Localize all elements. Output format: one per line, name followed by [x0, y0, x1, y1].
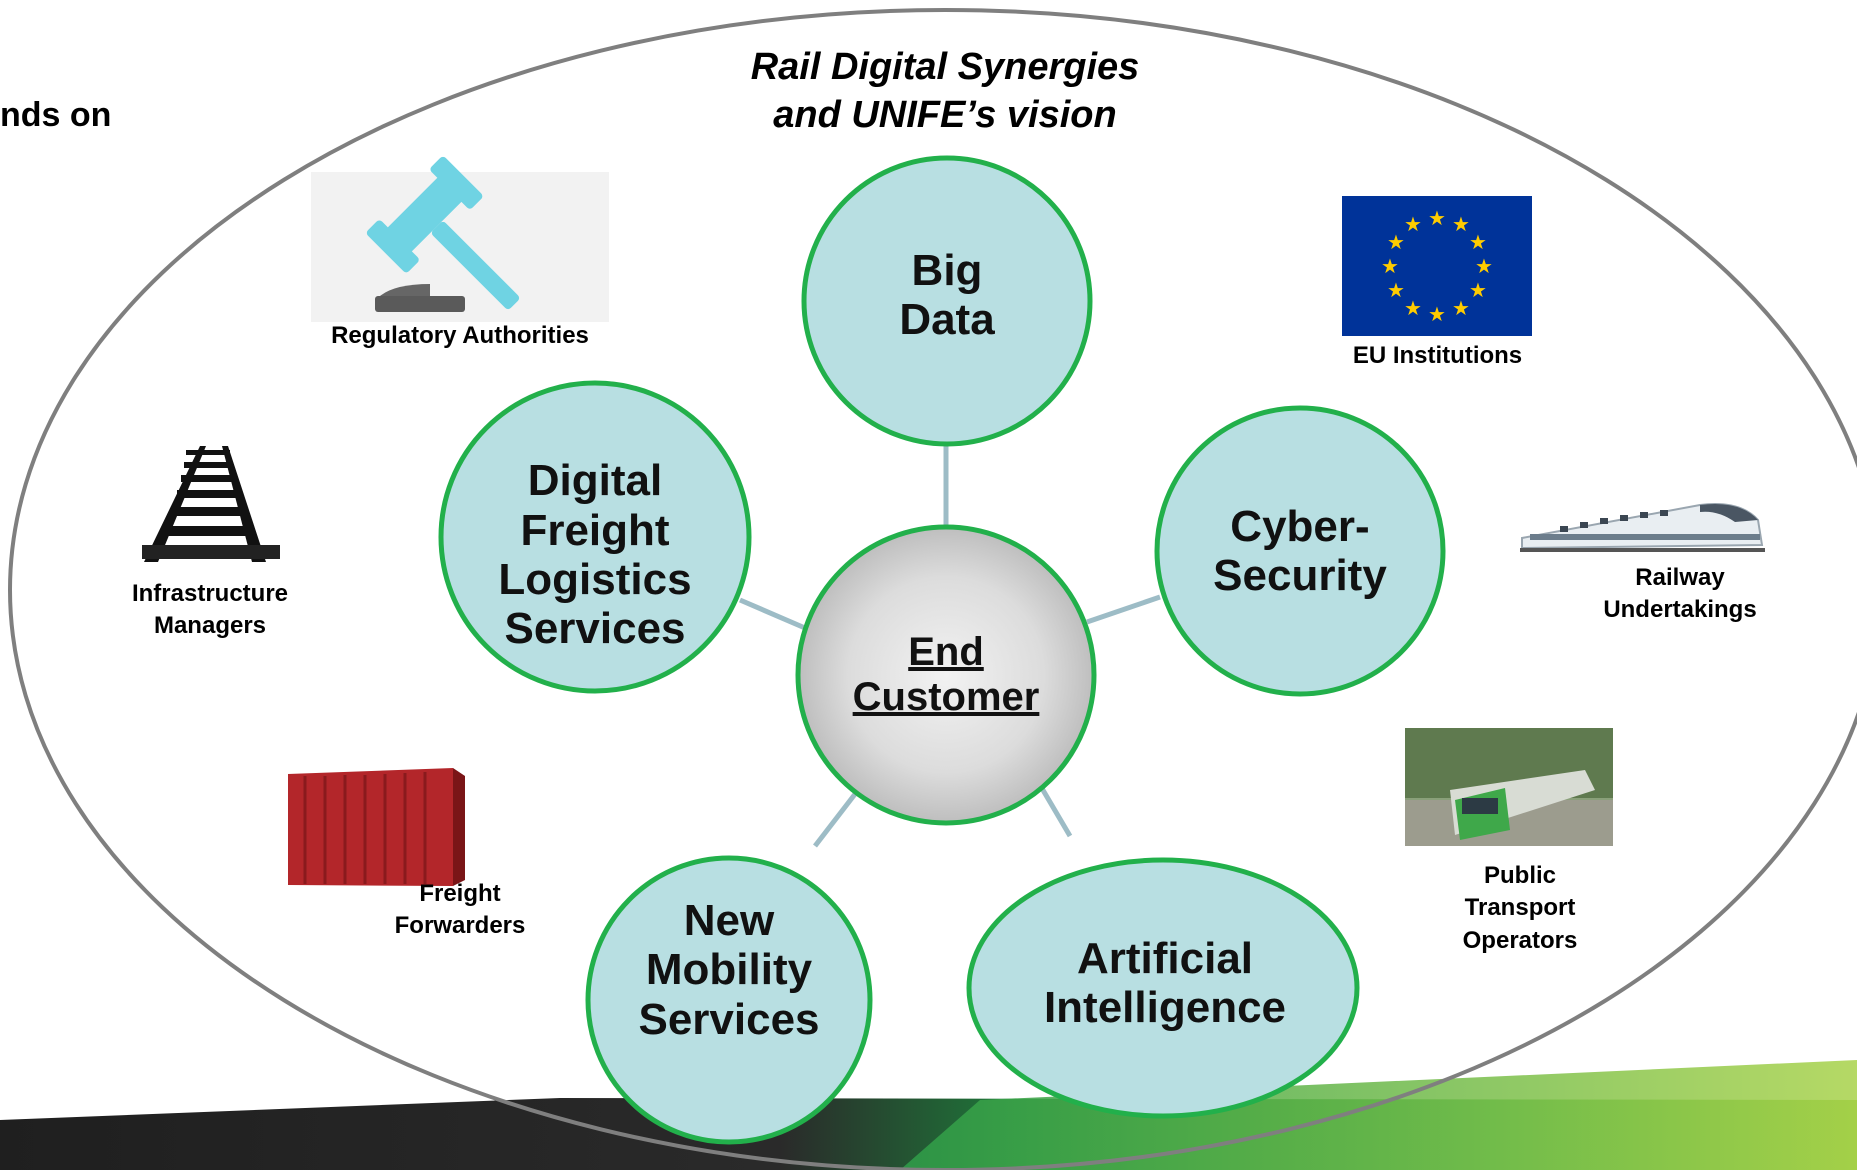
hub-cyber-security [1154, 405, 1446, 697]
banner-green-band [900, 1060, 1857, 1170]
hub-label-artificial-intelligence: Artificial Intelligence [1043, 933, 1287, 1032]
hub-digital-freight [438, 380, 752, 694]
tram-photo-icon [1405, 728, 1613, 846]
svg-text:★: ★ [1381, 254, 1399, 278]
hub-artificial-intelligence [966, 857, 1360, 1119]
svg-text:★: ★ [1452, 212, 1470, 236]
hub-new-mobility [585, 855, 873, 1145]
hub-big-data [801, 155, 1093, 447]
center-label: End Customer [852, 630, 1040, 719]
svg-text:★: ★ [1469, 278, 1487, 302]
hub-label-cyber-security: Cyber- Security [1213, 501, 1387, 600]
hub-label-big-data: Big Data [899, 245, 995, 344]
svg-text:★: ★ [1428, 206, 1446, 230]
gavel-icon [311, 156, 609, 322]
diagram-title: Rail Digital Synergies and UNIFE’s visio… [750, 46, 1140, 136]
svg-text:★: ★ [1387, 278, 1405, 302]
label-infrastructure-managers: Infrastructure Managers [131, 580, 289, 640]
label-railway-undertakings: Railway Undertakings [1603, 564, 1757, 624]
svg-text:★: ★ [1452, 296, 1470, 320]
connector-cyber-security [1086, 594, 1161, 625]
connector-digital-freight [739, 597, 806, 631]
rail-track-icon [142, 446, 280, 562]
svg-text:★: ★ [1404, 212, 1422, 236]
connector-new-mobility [813, 783, 864, 848]
hub-label-digital-freight: Digital Freight Logistics Services [498, 456, 692, 654]
shipping-container-icon [288, 768, 465, 886]
connector-artificial-intelligence [1037, 783, 1073, 838]
label-regulatory-authorities: Regulatory Authorities [331, 322, 589, 349]
label-eu-institutions: EU Institutions [1352, 342, 1523, 369]
hub-circles [438, 155, 1446, 1145]
footer-banner [0, 1060, 1857, 1170]
label-public-transport-operators: Public Transport Operators [1462, 862, 1578, 954]
center-circle [795, 524, 1097, 826]
svg-text:★: ★ [1469, 230, 1487, 254]
svg-text:★: ★ [1387, 230, 1405, 254]
svg-text:★: ★ [1475, 254, 1493, 278]
svg-text:★: ★ [1404, 296, 1422, 320]
high-speed-train-icon [1520, 503, 1765, 552]
hub-label-new-mobility: New Mobility Services [638, 896, 820, 1044]
svg-text:★: ★ [1428, 302, 1446, 326]
eu-flag-icon: ★ ★ ★ ★ ★ ★ ★ ★ ★ ★ ★ ★ [1342, 196, 1532, 336]
corner-text: nds on [0, 96, 112, 134]
label-freight-forwarders: Freight Forwarders [394, 880, 526, 940]
connectors [739, 442, 1161, 848]
